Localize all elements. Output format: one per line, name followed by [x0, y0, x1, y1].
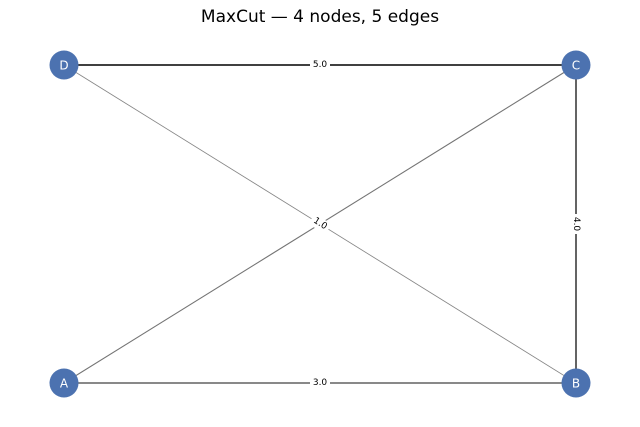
edge-label-group: 4.0 — [570, 214, 582, 234]
edge-label-background — [308, 213, 332, 235]
edge-labels-layer: 5.0 4.0 3.0 1.0 — [308, 59, 582, 389]
edge-weight-label: 5.0 — [313, 60, 328, 70]
node-c — [561, 50, 591, 80]
edge-label-group: 3.0 — [310, 377, 330, 389]
node-a — [49, 368, 79, 398]
edge-label-background — [570, 214, 582, 234]
edge-weight-label: 3.0 — [313, 378, 328, 388]
nodes-layer: A B C D — [49, 50, 591, 398]
edge-label-background — [310, 59, 330, 71]
edge-label-group: 5.0 — [310, 59, 330, 71]
edge-weight-label: 4.0 — [571, 217, 581, 232]
figure-title: MaxCut — 4 nodes, 5 edges — [200, 7, 440, 27]
node-d — [49, 50, 79, 80]
node-label-d: D — [59, 59, 68, 73]
node-label-a: A — [60, 377, 69, 391]
node-label-b: B — [572, 377, 580, 391]
node-b — [561, 368, 591, 398]
edge-label-group: 1.0 — [308, 213, 332, 235]
edge-label-background — [310, 377, 330, 389]
node-label-c: C — [572, 59, 580, 73]
